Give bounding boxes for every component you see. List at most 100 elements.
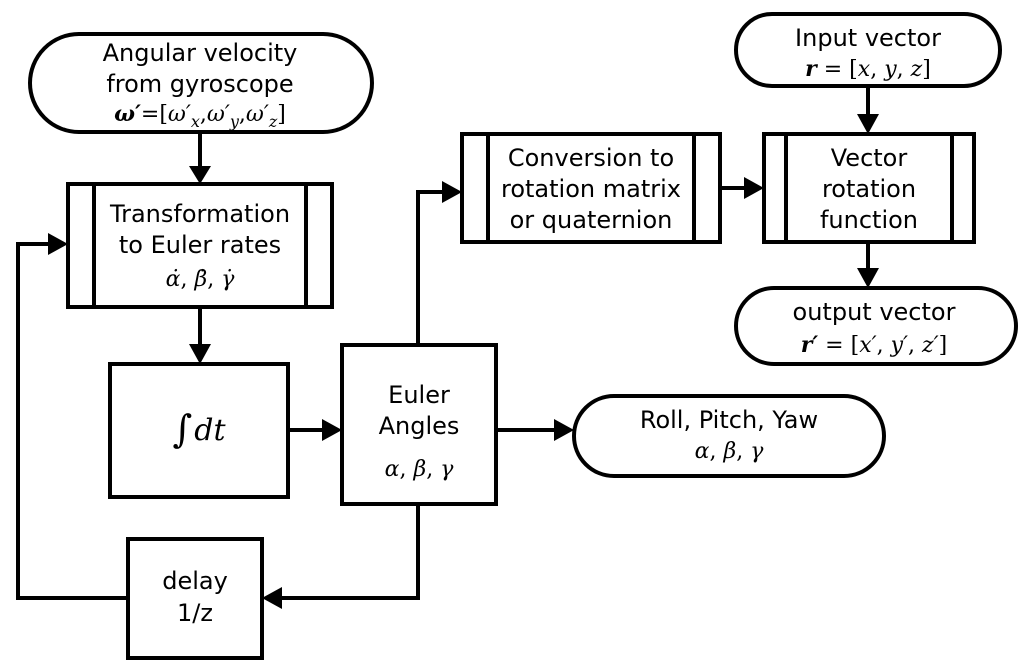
euler-comma-1: , (399, 457, 406, 482)
input-z: z (910, 57, 923, 82)
arrowhead-delay-to-transform (48, 233, 68, 255)
transformation-node: Transformation to Euler rates α̇, β̇, γ̇ (66, 182, 334, 309)
rpy-alpha: α (695, 439, 710, 464)
omega-y: ω′ (207, 102, 230, 127)
vector-rotation-line3: function (820, 206, 918, 234)
conversion-line1: Conversion to (508, 144, 674, 172)
angular-velocity-node: Angular velocity from gyroscope ω′=[ω′x,… (28, 32, 374, 134)
conversion-line3: or quaternion (510, 206, 673, 234)
omega-sub-x: x (191, 112, 200, 131)
omega-sub-z: z (268, 112, 278, 131)
rpy-comma-1: , (709, 439, 716, 464)
beta-dot: β̇ (193, 267, 207, 292)
conversion-line2: rotation matrix (501, 175, 681, 203)
rates-comma-1: , (180, 267, 187, 292)
arrowhead-euler-to-delay (262, 587, 282, 609)
integral-sign: ∫ (172, 407, 192, 451)
euler-comma-2: , (426, 457, 433, 482)
output-vector-formula: r′ = [x′, y′, z′] (801, 332, 947, 358)
output-sep-1: , (877, 333, 891, 358)
euler-gamma: γ (440, 457, 454, 482)
delay-node: delay 1/z (126, 537, 264, 660)
arrowhead-gyro-to-transform (189, 166, 211, 184)
omega-x: ω′ (168, 102, 191, 127)
output-vector-shape (734, 286, 1018, 366)
roll-pitch-yaw-line1: Roll, Pitch, Yaw (640, 406, 818, 434)
integrator-expression: ∫dt (172, 407, 226, 451)
arrowhead-conversion-to-rotation (744, 177, 764, 199)
input-sep-2: , (897, 57, 911, 82)
vector-rotation-shape (762, 132, 976, 244)
integrator-node: ∫dt (108, 362, 290, 499)
rpy-beta: β (722, 439, 736, 464)
input-x: x (858, 57, 871, 82)
conversion-shape (460, 132, 722, 244)
input-vector-shape (734, 12, 1002, 88)
input-sep-1: , (870, 57, 884, 82)
connectors (16, 86, 879, 609)
delay-shape (126, 537, 264, 660)
output-close: ] (939, 333, 948, 358)
arrowhead-rotation-to-output (857, 268, 879, 288)
output-r: r′ (801, 332, 819, 358)
input-r: r (805, 56, 818, 82)
omega-sub-y: y (229, 112, 240, 131)
transformation-shape (66, 182, 334, 309)
output-y: y′ (890, 333, 908, 358)
output-eq: = [ (818, 333, 859, 358)
vector-rotation-node: Vector rotation function (762, 132, 976, 244)
input-vector-node: Input vector r = [x, y, z] (734, 12, 1002, 88)
output-sep-2: , (908, 333, 922, 358)
roll-pitch-yaw-shape (572, 394, 886, 478)
angular-velocity-line2: from gyroscope (106, 70, 293, 98)
roll-pitch-yaw-node: Roll, Pitch, Yaw α, β, γ (572, 394, 886, 478)
arrow-euler-to-delay (280, 504, 420, 600)
omega-vector-symbol: ω′ (114, 101, 141, 127)
arrowhead-input-to-rotation (857, 114, 879, 134)
input-close: ] (922, 57, 931, 82)
euler-beta: β (412, 457, 426, 482)
output-vector-node: output vector r′ = [x′, y′, z′] (734, 286, 1018, 366)
arrow-delay-to-transform (16, 242, 128, 600)
euler-angles-line2: Angles (379, 412, 460, 440)
angular-velocity-shape (28, 32, 374, 134)
euler-angles-node: Euler Angles α, β, γ (340, 343, 498, 506)
euler-alpha: α (385, 457, 400, 482)
omega-close: ] (277, 102, 286, 127)
arrow-euler-to-conversion (416, 190, 444, 345)
transformation-line1: Transformation (109, 200, 290, 228)
input-y: y (883, 57, 897, 82)
output-x: x′ (859, 333, 876, 358)
transformation-line2: to Euler rates (119, 231, 281, 259)
alpha-dot: α̇ (166, 267, 181, 292)
input-eq: = [ (817, 57, 858, 82)
transformation-rates: α̇, β̇, γ̇ (166, 267, 236, 292)
vector-rotation-line1: Vector (831, 144, 908, 172)
conversion-node: Conversion to rotation matrix or quatern… (460, 132, 722, 244)
delay-line2: 1/z (177, 599, 213, 627)
integral-dt: dt (194, 413, 226, 448)
angular-velocity-formula: ω′=[ω′x,ω′y,ω′z] (114, 101, 286, 131)
omega-z: ω′ (246, 102, 269, 127)
integrator-shape (108, 362, 290, 499)
arrowhead-integrator-to-euler (322, 419, 342, 441)
euler-angles-symbols: α, β, γ (385, 457, 455, 482)
rates-comma-2: , (207, 267, 214, 292)
input-vector-line1: Input vector (795, 24, 941, 52)
output-vector-line1: output vector (793, 298, 956, 326)
arrowhead-transform-to-integrator (189, 344, 211, 364)
arrowhead-euler-to-rpy (554, 419, 574, 441)
angular-velocity-line1: Angular velocity (103, 39, 298, 67)
euler-angles-shape (340, 343, 498, 506)
arrowhead-euler-to-conversion (442, 181, 462, 203)
output-z: z′ (921, 333, 939, 358)
delay-line1: delay (162, 567, 228, 595)
omega-eq: =[ (141, 102, 168, 127)
rpy-comma-2: , (736, 439, 743, 464)
input-vector-formula: r = [x, y, z] (805, 56, 931, 82)
euler-angles-line1: Euler (388, 381, 450, 409)
rpy-gamma: γ (750, 439, 764, 464)
vector-rotation-line2: rotation (822, 175, 916, 203)
gamma-dot: γ̇ (221, 267, 235, 292)
